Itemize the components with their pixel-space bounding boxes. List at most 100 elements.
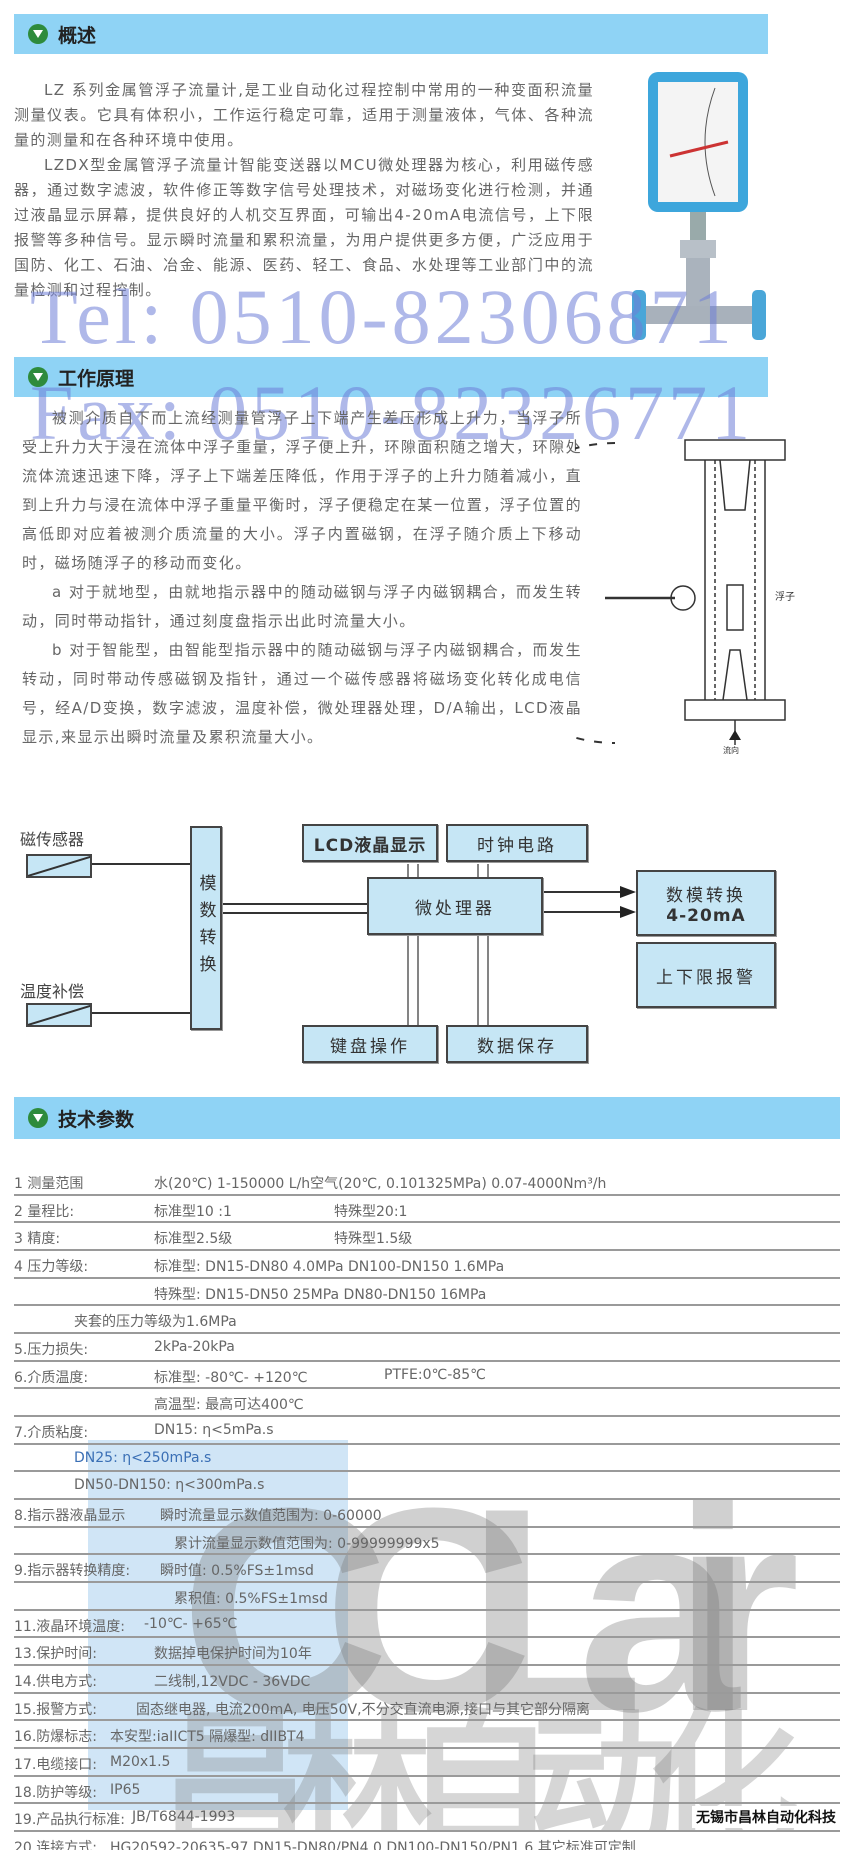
watermark-tel: Tel: 0510-82306871 (30, 273, 736, 360)
param-label: 19.产品执行标准: (14, 1812, 125, 1829)
storage-block: 数据保存 (446, 1025, 588, 1063)
param-value: 高温型: 最高可达400℃ (154, 1397, 304, 1414)
param-label: 17.电缆接口: (14, 1757, 97, 1773)
chevron-down-icon (28, 1108, 48, 1128)
param-value: 标准型2.5级 (154, 1231, 233, 1248)
section-header-principle: 工作原理 (14, 357, 768, 397)
table-row: 20.连接方式:HG20592-20635-97 DN15-DN80/PN4.0… (14, 1832, 840, 1850)
table-row: 累积值: 0.5%FS±1msd (14, 1583, 840, 1611)
table-row: 特殊型: DN15-DN50 25MPa DN80-DN150 16MPa (14, 1279, 840, 1307)
temperature-sensor-symbol (26, 1003, 92, 1027)
table-row: 19.产品执行标准: JB/T6844-1993 (14, 1804, 840, 1832)
table-row: 13.保护时间:数据掉电保护时间为10年 (14, 1638, 840, 1666)
param-label: 14.供电方式: (14, 1674, 97, 1690)
param-label: 15.报警方式: (14, 1701, 97, 1718)
table-row: 17.电缆接口: M20x1.5 (14, 1749, 840, 1777)
principle-text: 被测介质自下而上流经测量管浮子上下端产生差压形成上升力，当浮子所受上升力大于浸在… (22, 404, 582, 752)
section-header-params: 技术参数 (14, 1097, 840, 1139)
param-value: JB/T6844-1993 (132, 1809, 236, 1826)
param-label: 18.防护等级: (14, 1784, 97, 1801)
table-row: 6.介质温度: 标准型: -80℃- +120℃ PTFE:0℃-85℃ (14, 1362, 840, 1390)
table-row: 11.液晶环境温度: -10℃- +65℃ (14, 1611, 840, 1639)
param-value: 累计流量显示数值范围为: 0-99999999x5 (174, 1535, 440, 1552)
param-value: 本安型:iaIICT5 隔爆型: dIIBT4 (110, 1729, 305, 1746)
overview-paragraph: LZDX型金属管浮子流量计智能变送器以MCU微处理器为核心，利用磁传感器，通过数… (14, 156, 594, 299)
param-value: IP65 (110, 1781, 141, 1798)
param-value: 特殊型1.5级 (334, 1231, 413, 1248)
param-value: 特殊型: DN15-DN50 25MPa DN80-DN150 16MPa (154, 1286, 487, 1303)
clock-block: 时钟电路 (446, 824, 588, 862)
param-value: 瞬时值: 0.5%FS±1msd (160, 1563, 314, 1580)
param-label: 4 压力等级: (14, 1259, 89, 1275)
table-row: 高温型: 最高可达400℃ (14, 1389, 840, 1417)
principle-paragraph: 被测介质自下而上流经测量管浮子上下端产生差压形成上升力，当浮子所受上升力大于浸在… (22, 409, 582, 572)
param-label: 1 测量范围 (14, 1176, 84, 1192)
param-value: 夹套的压力等级为1.6MPa (74, 1314, 237, 1331)
sensor-label: 磁传感器 (20, 830, 85, 849)
table-row: 累计流量显示数值范围为: 0-99999999x5 (14, 1528, 840, 1556)
param-value: 标准型: DN15-DN80 4.0MPa DN100-DN150 1.6MPa (154, 1259, 505, 1275)
param-value: 固态继电器, 电流200mA, 电压50V,不分交直流电源,接口与其它部分隔离 (136, 1701, 591, 1718)
param-label: 11.液晶环境温度: (14, 1618, 125, 1635)
keyboard-block: 键盘操作 (302, 1025, 438, 1063)
principle-paragraph: a 对于就地型，由就地指示器中的随动磁钢与浮子内磁钢耦合，而发生转动，同时带动指… (22, 583, 582, 630)
lcd-block: LCD液晶显示 (302, 824, 438, 862)
table-row: 夹套的压力等级为1.6MPa (14, 1306, 840, 1334)
param-label: 20.连接方式: (14, 1840, 97, 1850)
param-label: 3 精度: (14, 1231, 61, 1248)
param-value: 累积值: 0.5%FS±1msd (174, 1591, 328, 1607)
param-value: -10℃- +65℃ (144, 1615, 238, 1632)
param-value: 标准型: -80℃- +120℃ (154, 1369, 308, 1386)
table-row: 5.压力损失: 2kPa-20kPa (14, 1334, 840, 1362)
param-label: 16.防爆标志: (14, 1729, 97, 1746)
section-title: 工作原理 (58, 367, 135, 390)
dac-label: 数模转换 (666, 885, 746, 906)
table-row: DN25: η<250mPa.s (14, 1445, 840, 1473)
table-row: 8.指示器液晶显示瞬时流量显示数值范围为: 0-60000 (14, 1500, 840, 1528)
table-row: 1 测量范围水(20℃) 1-150000 L/h空气(20℃, 0.10132… (14, 1168, 840, 1196)
table-row: 9.指示器转换精度: 瞬时值: 0.5%FS±1msd (14, 1555, 840, 1583)
table-row: 7.介质粘度: DN15: η<5mPa.s (14, 1417, 840, 1445)
param-value: 二线制,12VDC - 36VDC (154, 1674, 311, 1690)
overview-paragraph: LZ 系列金属管浮子流量计,是工业自动化过程控制中常用的一种变面积流量测量仪表。… (14, 81, 594, 149)
overview-text: LZ 系列金属管浮子流量计,是工业自动化过程控制中常用的一种变面积流量测量仪表。… (14, 78, 594, 303)
param-label: 2 量程比: (14, 1203, 75, 1220)
dac-block: 数模转换 4-20mA (636, 870, 776, 936)
watermark-fax: Fax: 0510-82326771 (30, 369, 755, 456)
table-row: 15.报警方式: 固态继电器, 电流200mA, 电压50V,不分交直流电源,接口… (14, 1694, 840, 1722)
param-label: 13.保护时间: (14, 1646, 97, 1663)
flowmeter-photo (632, 72, 766, 340)
param-label: 7.介质粘度: (14, 1425, 89, 1441)
param-label: 9.指示器转换精度: (14, 1563, 131, 1580)
table-row: 4 压力等级: 标准型: DN15-DN80 4.0MPa DN100-DN150… (14, 1251, 840, 1279)
param-value: DN50-DN150: η<300mPa.s (74, 1477, 265, 1494)
alarm-block: 上下限报警 (636, 942, 776, 1008)
param-label: 5.压力损失: (14, 1342, 89, 1358)
section-header-overview: 概述 (14, 14, 768, 54)
adc-block: 模数转换 (190, 826, 222, 1030)
table-row: 18.防护等级: IP65 (14, 1777, 840, 1805)
diagram-connectors (90, 863, 636, 1025)
flow-direction-label: 流向 (723, 745, 739, 755)
param-value: DN15: η<5mPa.s (154, 1422, 274, 1438)
principle-paragraph: b 对于智能型，由智能型指示器中的随动磁钢与浮子内磁钢耦合，而发生转动，同时带动… (22, 641, 582, 746)
chevron-down-icon (28, 24, 48, 44)
param-value: PTFE:0℃-85℃ (384, 1366, 486, 1383)
section-title: 技术参数 (58, 1108, 135, 1131)
mcu-block: 微处理器 (367, 877, 543, 935)
temperature-label: 温度补偿 (20, 982, 85, 1001)
magnetic-sensor-symbol (26, 854, 92, 878)
param-label: 6.介质温度: (14, 1369, 89, 1386)
dac-output-label: 4-20mA (666, 905, 746, 926)
company-name: 无锡市昌林自动化科技 (692, 1806, 840, 1828)
table-row: 3 精度: 标准型2.5级 特殊型1.5级 (14, 1223, 840, 1251)
param-value: M20x1.5 (110, 1754, 171, 1770)
table-row: DN50-DN150: η<300mPa.s (14, 1472, 840, 1500)
section-title: 概述 (58, 24, 97, 47)
param-value: 2kPa-20kPa (154, 1339, 235, 1355)
param-value: 标准型10 :1 (154, 1203, 232, 1220)
float-label: 浮子 (775, 591, 795, 603)
table-row: 14.供电方式: 二线制,12VDC - 36VDC (14, 1666, 840, 1694)
